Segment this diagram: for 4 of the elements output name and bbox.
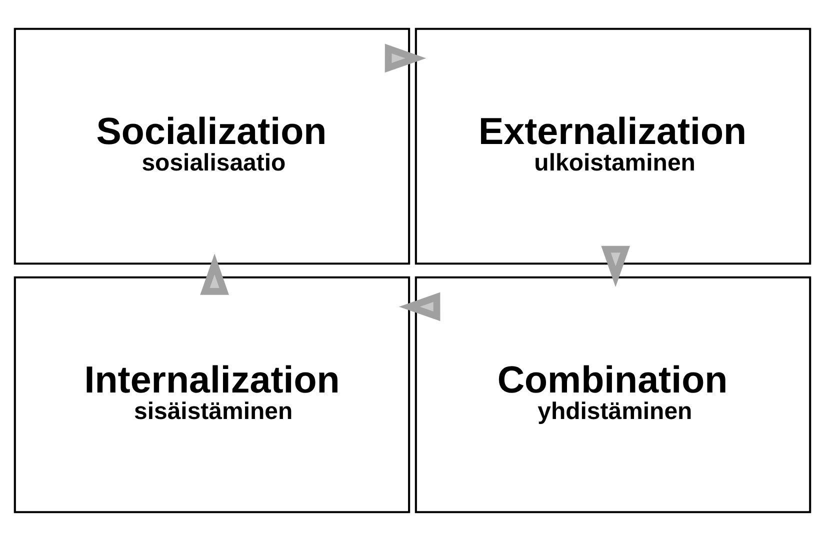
arrow [399,292,440,321]
arrow [200,253,229,294]
arrow [601,245,630,287]
arrow [384,43,426,72]
